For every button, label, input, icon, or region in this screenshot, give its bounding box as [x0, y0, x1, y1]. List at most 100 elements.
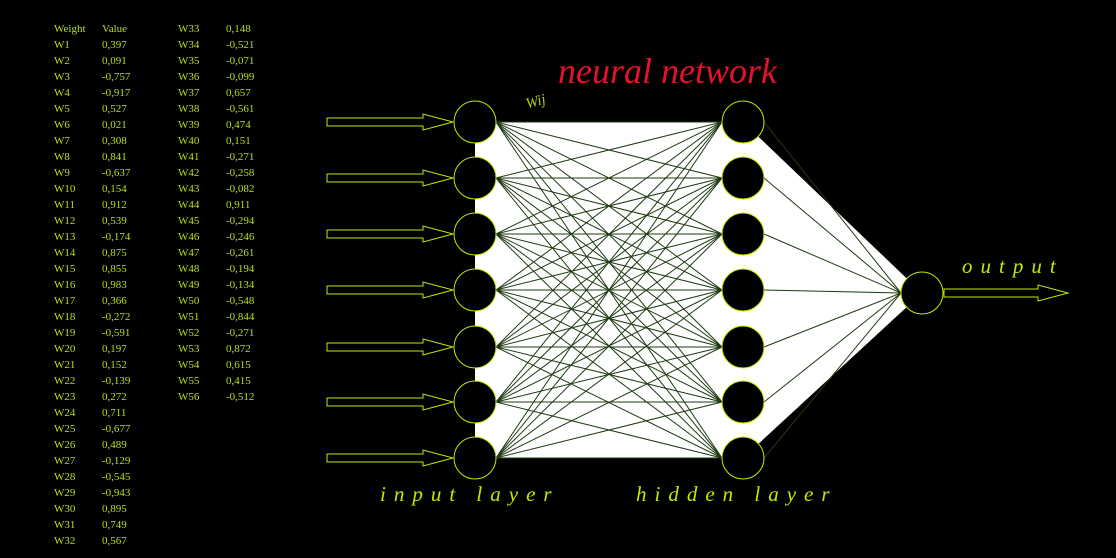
weight-value: 0,749 [102, 519, 127, 531]
weight-name: W30 [54, 503, 76, 515]
weight-value: -0,591 [102, 327, 131, 339]
table-row: W55 0,415 [178, 373, 254, 389]
output-arrow [943, 284, 1070, 302]
weight-name: W35 [178, 55, 200, 67]
table-row: W3 -0,757 [54, 69, 130, 85]
input-arrow [326, 449, 455, 467]
input-node [453, 380, 497, 424]
weight-name: W27 [54, 455, 76, 467]
input-hidden-edge [495, 346, 723, 459]
weight-name: W23 [54, 391, 76, 403]
table-row: W35 -0,071 [178, 53, 254, 69]
table-row: W49-0,134 [178, 277, 254, 293]
weight-name: W10 [54, 183, 76, 195]
weight-value: -0,082 [226, 183, 255, 195]
weight-value: 0,912 [102, 199, 127, 211]
weight-name: W46 [178, 231, 200, 243]
input-arrow [326, 393, 455, 411]
output-label: output [962, 254, 1064, 278]
weight-value: 0,021 [102, 119, 127, 131]
weight-value: 0,567 [102, 535, 127, 547]
weight-name: W32 [54, 535, 76, 547]
weight-name: W8 [54, 151, 70, 163]
table-row: W42-0,258 [178, 165, 254, 181]
weight-value: 0,539 [102, 215, 127, 227]
input-hidden-edge [495, 121, 723, 179]
weight-name: W34 [178, 39, 200, 51]
weight-value: 0,397 [102, 39, 127, 51]
table-row: W9-0,637 [54, 165, 130, 181]
weight-name: W12 [54, 215, 76, 227]
weight-value: -0,174 [102, 231, 131, 243]
weight-value: -0,637 [102, 167, 131, 179]
weight-name: W54 [178, 359, 200, 371]
weight-value: -0,194 [226, 263, 255, 275]
weight-value: 0,983 [102, 279, 127, 291]
weight-name: W3 [54, 71, 70, 83]
hidden-node [721, 156, 765, 200]
table-row: W48 -0,194 [178, 261, 254, 277]
weight-name: W40 [178, 135, 200, 147]
input-arrow [326, 169, 455, 187]
weight-name: W33 [178, 23, 200, 35]
weight-name: W11 [54, 199, 75, 211]
weight-name: W26 [54, 439, 76, 451]
weight-value: -0,844 [226, 311, 255, 323]
weight-name: W7 [54, 135, 70, 147]
weight-value: -0,757 [102, 71, 131, 83]
input-node [453, 100, 497, 144]
weight-name: W19 [54, 327, 76, 339]
table-row: W12 0,539 [54, 213, 130, 229]
hidden-output-edge [763, 121, 902, 294]
weight-value: -0,129 [102, 455, 131, 467]
weight-name: W31 [54, 519, 76, 531]
input-node [453, 212, 497, 256]
hidden-node [721, 380, 765, 424]
weight-name: W48 [178, 263, 200, 275]
table-row: W31 0,749 [54, 517, 130, 533]
weight-name: W41 [178, 151, 200, 163]
weight-value: -0,512 [226, 391, 255, 403]
weight-value: 0,308 [102, 135, 127, 147]
weight-value: 0,154 [102, 183, 127, 195]
weight-name: W29 [54, 487, 76, 499]
table-row: W7 0,308 [54, 133, 130, 149]
weight-value: -0,071 [226, 55, 255, 67]
weight-value: 0,415 [226, 375, 251, 387]
table-row: W18-0,272 [54, 309, 130, 325]
input-node [453, 268, 497, 312]
input-layer-label: input layer [380, 482, 560, 506]
input-arrow [326, 281, 455, 299]
weight-name: W55 [178, 375, 200, 387]
weight-value: -0,261 [226, 247, 255, 259]
weight-value: -0,294 [226, 215, 255, 227]
weight-name: W2 [54, 55, 70, 67]
weight-value: 0,875 [102, 247, 127, 259]
hidden-output-edge [763, 233, 902, 294]
weight-name: W42 [178, 167, 200, 179]
input-hidden-edge [495, 233, 723, 459]
weight-name: W5 [54, 103, 70, 115]
weight-value: -0,271 [226, 151, 255, 163]
table-row: W38-0,561 [178, 101, 254, 117]
table-row: W50-0,548 [178, 293, 254, 309]
hidden-node [721, 325, 765, 369]
weight-name: W36 [178, 71, 200, 83]
weight-name: W45 [178, 215, 200, 227]
input-node [453, 436, 497, 480]
weight-name: W25 [54, 423, 76, 435]
table-row: W19 -0,591 [54, 325, 130, 341]
hidden-output-edge [763, 292, 902, 348]
table-row: W22-0,139 [54, 373, 130, 389]
weight-name: W6 [54, 119, 70, 131]
weight-value: 0,711 [102, 407, 127, 419]
